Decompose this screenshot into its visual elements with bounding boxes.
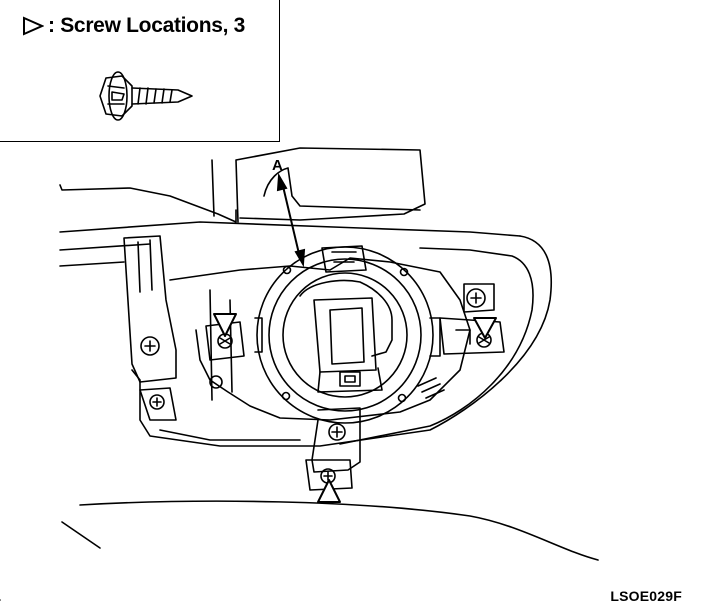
legend-title: : Screw Locations, 3 [22,14,245,38]
bumper-upper-line [59,184,237,223]
wire-harness [263,167,421,211]
fog-lamp-housing [254,246,441,424]
body-panel [211,147,426,223]
left-bracket [123,235,177,383]
bumper-edge-line [59,221,521,237]
legend-label: : Screw Locations, 3 [48,14,246,37]
callout-a-arrow [276,172,306,268]
screw-location-marker-left [213,313,237,337]
ground-screw [463,283,495,313]
hex-flange-screw-icon [99,71,193,121]
bulb-connector [299,279,393,393]
bumper-bezel [131,235,552,447]
screw-location-marker-right [473,317,497,339]
figure-code: LSOE029F [610,588,682,604]
screw-location-triangle-icon [23,16,44,36]
top-clip [321,245,367,273]
legend-box: : Screw Locations, 3 [0,0,280,142]
lamp-mounting-frame [169,257,471,421]
callout-a-label: A [272,157,283,174]
lower-body-curve [79,500,599,561]
screw-location-marker-bottom [317,479,341,503]
right-screw-tab [439,317,505,355]
